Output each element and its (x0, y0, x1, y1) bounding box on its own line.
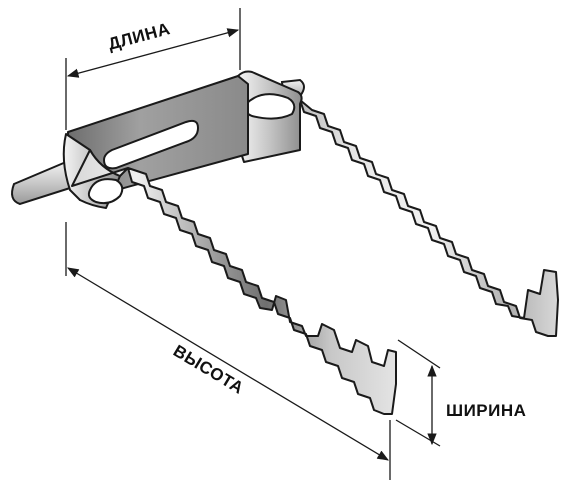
width-label: ШИРИНА (446, 401, 526, 420)
height-arrow-line (66, 267, 390, 461)
width-ext-top (397, 339, 441, 369)
front-slot (87, 178, 124, 205)
dimension-width: ШИРИНА (395, 339, 526, 447)
length-arrow-line (66, 28, 240, 78)
height-label: ВЫСОТА (170, 341, 247, 398)
top-slot (102, 119, 200, 170)
width-ext-bottom (395, 419, 441, 447)
rod-front-end (11, 160, 72, 206)
side-slot (243, 93, 296, 120)
length-label: ДЛИНА (106, 19, 172, 54)
